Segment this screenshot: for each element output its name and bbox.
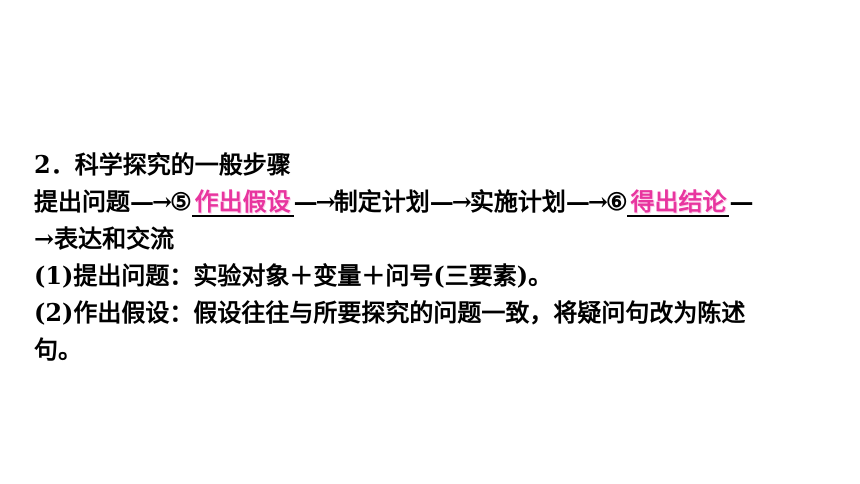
section-heading: 2．科学探究的一般步骤 [34,146,834,183]
step-propose-question: 提出问题 [34,187,130,216]
item-1: (1)提出问题：实验对象＋变量＋问号(三要素)。 [34,257,834,294]
circle-number-6: ⑥ [605,187,628,216]
item-1-text: (1)提出问题：实验对象＋变量＋问号(三要素)。 [34,261,553,290]
blank-answer-5: 作出假设 [191,187,294,217]
arrow-1: —→ [130,187,172,216]
item-2-text: (2)作出假设：假设往往与所要探究的问题一致，将疑问句改为陈述 [34,298,746,327]
step-make-plan: 制定计划 [333,187,430,216]
step-express-communicate: 表达和交流 [54,224,175,253]
item-2: (2)作出假设：假设往往与所要探究的问题一致，将疑问句改为陈述 [34,294,834,331]
arrow-2: —→ [293,187,336,216]
heading-text: 2．科学探究的一般步骤 [34,150,291,179]
answer-6-text: 得出结论 [630,187,727,216]
step-implement-plan: 实施计划 [469,187,566,216]
arrow-4: —→ [565,187,608,216]
item-2-continued: 句。 [34,331,834,368]
arrow-5-dash: — [729,187,753,216]
answer-5-text: 作出假设 [194,187,291,216]
circle-number-5: ⑤ [170,187,192,216]
item-2-cont-text: 句。 [34,335,82,364]
arrow-5-head: → [34,224,55,253]
steps-line-cont: →表达和交流 [34,220,834,257]
blank-answer-6: 得出结论 [627,187,730,217]
arrow-3: —→ [429,187,472,216]
